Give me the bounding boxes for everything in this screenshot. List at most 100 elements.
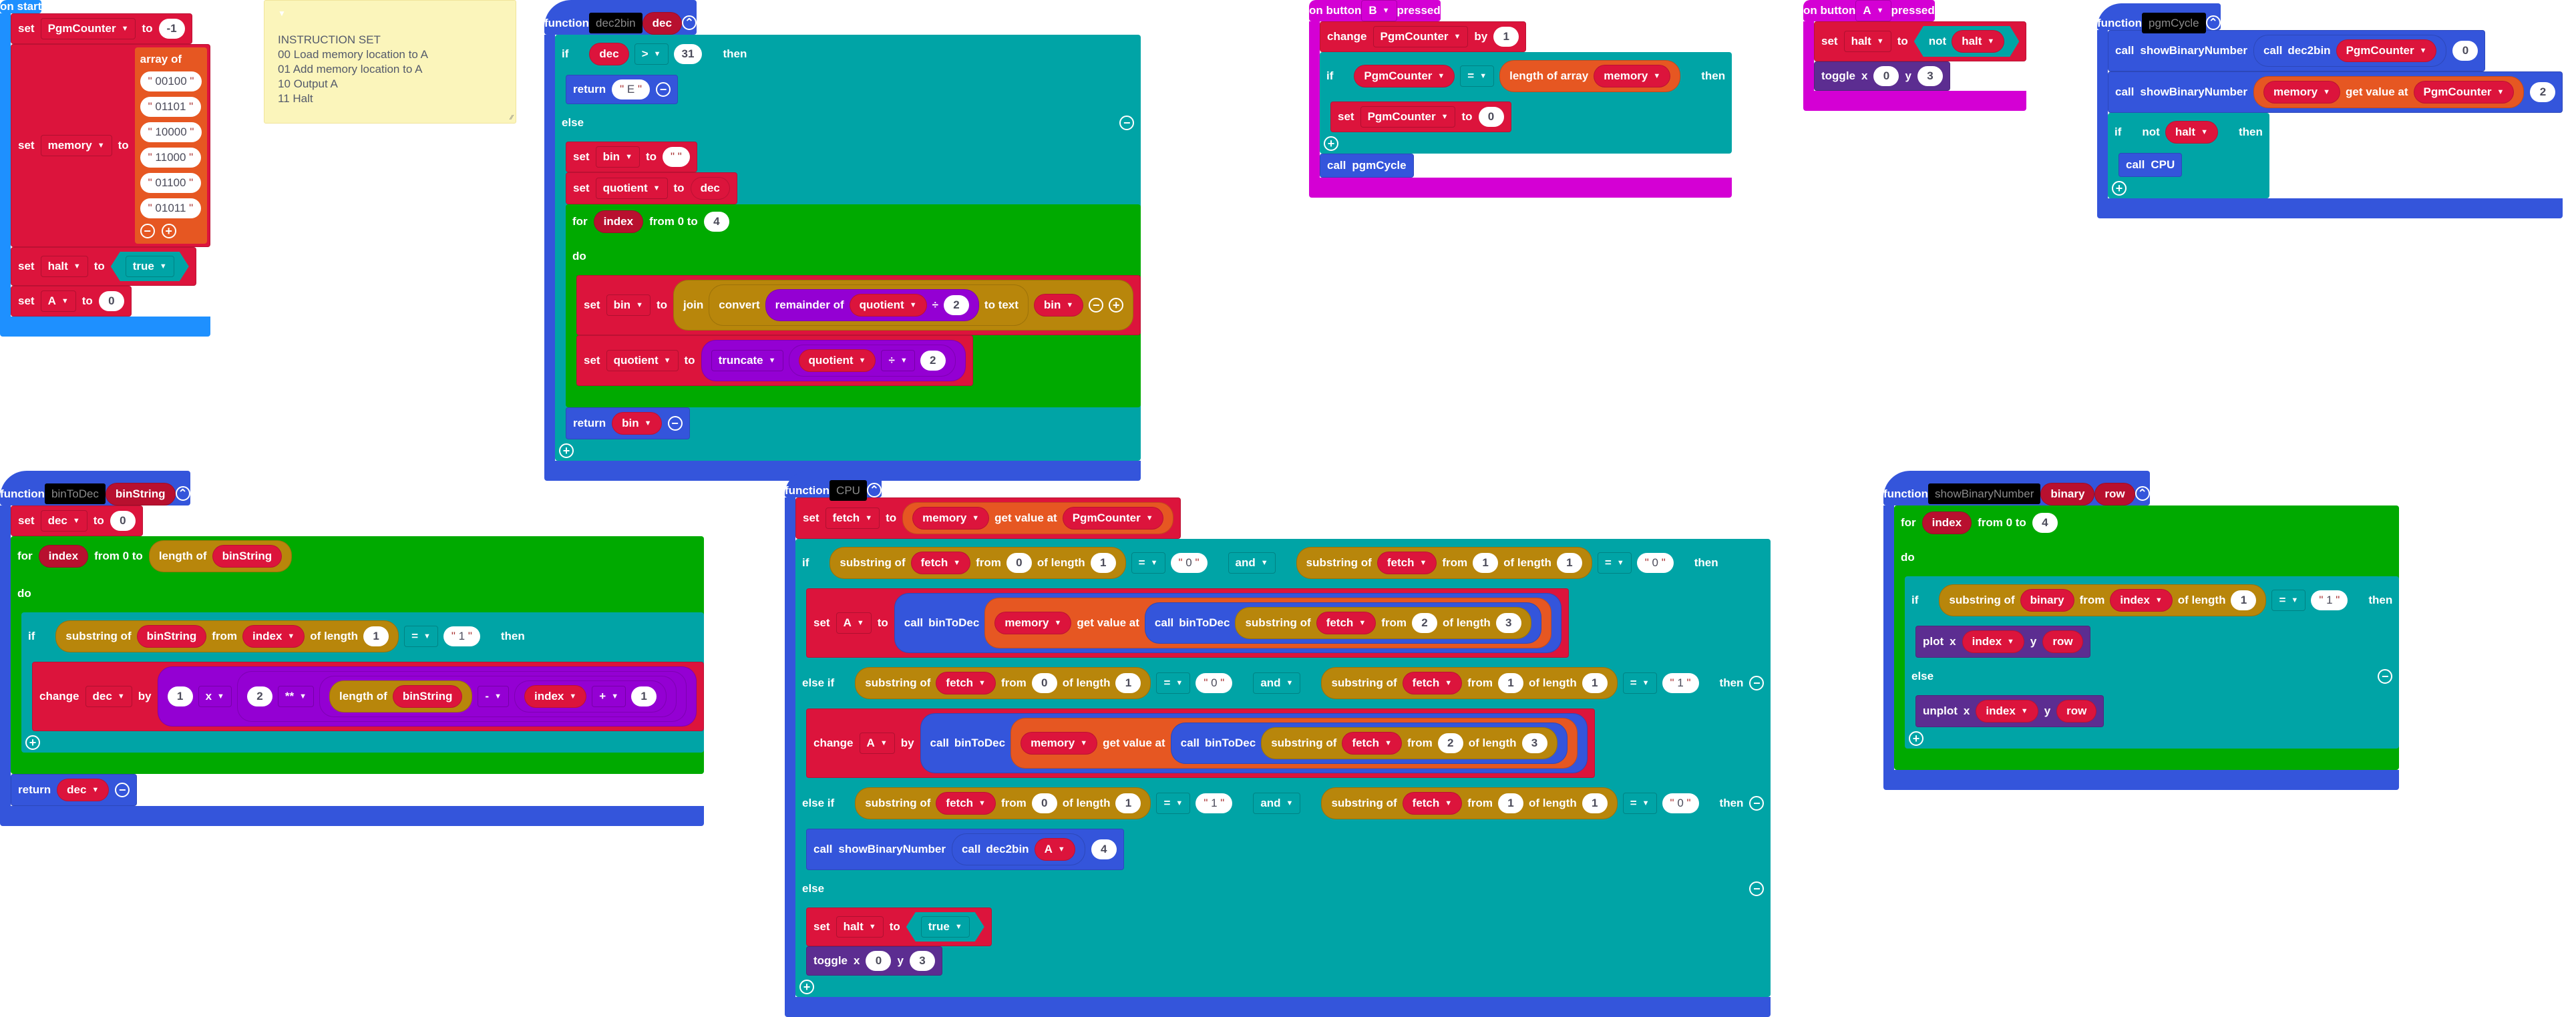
boolean-dropdown[interactable]: true▼ — [126, 256, 174, 277]
logic-operator-dropdown[interactable]: and▼ — [1253, 672, 1301, 694]
dropdown-arrow-icon[interactable]: ▼ — [72, 517, 80, 525]
string-variable[interactable]: binString — [137, 625, 207, 648]
variable-dropdown[interactable]: A▼ — [859, 733, 895, 754]
dropdown-arrow-icon[interactable]: ▼ — [1876, 37, 1884, 45]
truncate-reporter[interactable]: truncate▼quotient▼÷▼2 — [701, 340, 966, 381]
logic-operator-dropdown[interactable]: and▼ — [1253, 793, 1301, 814]
dropdown-arrow-icon[interactable]: ▼ — [768, 357, 776, 365]
variable-dropdown[interactable]: dec▼ — [85, 686, 132, 707]
dropdown-arrow-icon[interactable]: ▼ — [299, 692, 307, 700]
number-input[interactable]: 2 — [943, 295, 969, 315]
length-input[interactable]: 3 — [1521, 733, 1547, 753]
dropdown-arrow-icon[interactable]: ▼ — [636, 301, 643, 309]
array-of-block[interactable]: array of" 00100 "" 01101 "" 10000 "" 110… — [134, 47, 208, 244]
dropdown-arrow-icon[interactable]: ▼ — [1057, 845, 1065, 853]
function-name-field[interactable]: showBinaryNumber — [1928, 483, 2041, 504]
dropdown-arrow-icon[interactable]: ▼ — [1453, 33, 1461, 41]
string-variable[interactable]: fetch▼ — [911, 552, 971, 574]
add-branch-icon[interactable]: + — [25, 735, 40, 750]
dropdown-arrow-icon[interactable]: ▼ — [625, 153, 632, 161]
index-variable[interactable]: index▼ — [2110, 589, 2172, 612]
add-item-icon[interactable]: + — [161, 224, 176, 238]
string-input[interactable]: " 0 " — [1195, 673, 1232, 693]
remove-item-icon[interactable]: − — [140, 224, 155, 238]
parameter-reporter[interactable]: row — [2094, 483, 2135, 505]
remove-else-icon[interactable]: − — [1119, 116, 1135, 130]
number-input[interactable]: 1 — [167, 686, 193, 706]
dropdown-arrow-icon[interactable]: ▼ — [73, 262, 81, 270]
dropdown-arrow-icon[interactable]: ▼ — [1175, 799, 1183, 807]
memory-variable[interactable]: memory▼ — [912, 507, 990, 530]
dropdown-arrow-icon[interactable]: ▼ — [1479, 72, 1487, 80]
dec-variable[interactable]: dec — [589, 43, 628, 65]
add-branch-icon[interactable]: + — [799, 980, 814, 994]
collapse-params-icon[interactable]: ⌃ — [2135, 486, 2150, 501]
length-input[interactable]: 1 — [1115, 793, 1141, 813]
dropdown-arrow-icon[interactable]: ▼ — [1876, 7, 1884, 15]
dropdown-arrow-icon[interactable]: ▼ — [653, 184, 661, 192]
boolean-dropdown[interactable]: true▼ — [921, 916, 970, 938]
quotient-variable[interactable]: quotient▼ — [849, 294, 927, 317]
boolean-true[interactable]: true▼ — [111, 252, 189, 281]
variable-dropdown[interactable]: halt▼ — [40, 256, 88, 277]
dropdown-arrow-icon[interactable]: ▼ — [858, 357, 866, 365]
number-input[interactable]: 2 — [246, 686, 272, 706]
loop-variable[interactable]: index — [38, 545, 89, 568]
string-variable[interactable]: fetch▼ — [1342, 732, 1402, 755]
resize-handle-icon[interactable]: ⁄⁄ — [510, 114, 513, 122]
variable-dropdown[interactable]: quotient▼ — [606, 350, 679, 371]
quotient-variable[interactable]: quotient▼ — [798, 349, 876, 372]
bin-variable[interactable]: bin▼ — [1033, 294, 1084, 317]
array-item-string[interactable]: " 01011 " — [140, 198, 202, 218]
dropdown-arrow-icon[interactable]: ▼ — [1653, 72, 1661, 80]
number-input[interactable]: 1 — [1493, 27, 1519, 47]
array-item-string[interactable]: " 10000 " — [140, 122, 202, 142]
collapse-params-icon[interactable]: ⌃ — [681, 15, 697, 30]
collapse-params-icon[interactable]: ⌃ — [866, 483, 882, 497]
number-input[interactable]: 0 — [1478, 107, 1504, 127]
from-input[interactable]: 0 — [1006, 553, 1032, 573]
operator-dropdown[interactable]: =▼ — [1156, 793, 1190, 814]
dropdown-arrow-icon[interactable]: ▼ — [1286, 799, 1294, 807]
row-parameter[interactable]: row — [2056, 700, 2097, 723]
index-variable[interactable]: index▼ — [524, 685, 587, 708]
halt-variable[interactable]: halt▼ — [2165, 121, 2218, 144]
number-input[interactable]: 4 — [2032, 513, 2058, 533]
index-variable[interactable]: index▼ — [1962, 630, 2024, 653]
button-dropdown[interactable]: B▼ — [1361, 0, 1397, 21]
operator-dropdown[interactable]: >▼ — [634, 43, 669, 65]
array-item-string[interactable]: " 00100 " — [140, 71, 202, 91]
operator-dropdown[interactable]: x▼ — [198, 686, 232, 707]
dropdown-arrow-icon[interactable]: ▼ — [978, 799, 986, 807]
remove-item-icon[interactable]: − — [1089, 298, 1104, 313]
remove-return-value-icon[interactable]: − — [115, 783, 130, 797]
dropdown-arrow-icon[interactable]: ▼ — [1987, 37, 1995, 45]
string-input[interactable]: " 0 " — [1662, 793, 1699, 813]
